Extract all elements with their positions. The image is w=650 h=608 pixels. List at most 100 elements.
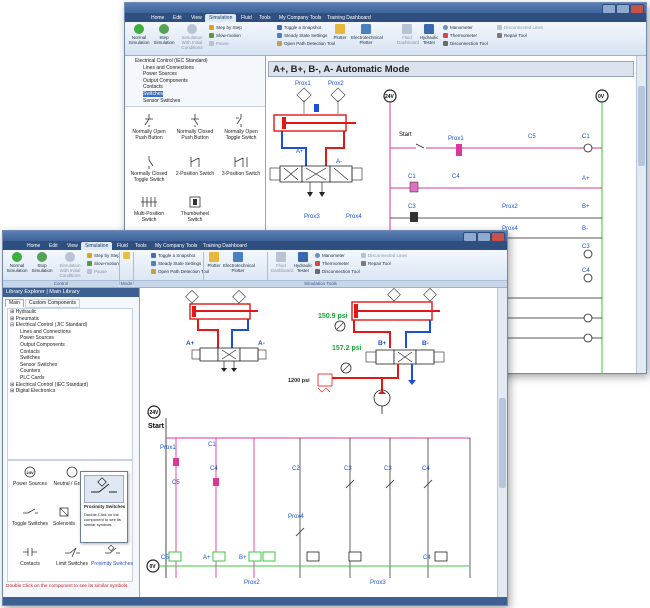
library-item-no-push-button[interactable]: Normally Open Push Button <box>127 113 171 141</box>
manometer-button[interactable]: Manometer <box>315 253 345 259</box>
tab-view[interactable]: View <box>191 15 202 21</box>
repair-tool-button[interactable]: Repair Tool <box>361 261 391 267</box>
tree-item[interactable]: PLC Cards <box>20 374 45 381</box>
front-diagram-canvas[interactable]: A+ A- 150.9 psi <box>140 288 498 597</box>
disconnection-tool-button[interactable]: Disconnection Tool <box>443 41 488 47</box>
tab-fluid[interactable]: Fluid <box>241 15 252 21</box>
step-by-step-button[interactable]: Step by Step <box>209 25 242 31</box>
tree-item[interactable]: ⊞ Hydraulic <box>10 309 37 315</box>
electrotechnical-plotter-button[interactable]: Electrotechnical Plotter <box>223 252 255 273</box>
step-by-step-button[interactable]: Step by Step <box>87 253 120 259</box>
disconnected-lines-button[interactable]: Disconnected Lines <box>497 25 543 31</box>
path-detection-button[interactable]: Open Path Detection Tool <box>277 41 335 47</box>
manometer-button[interactable]: Manometer <box>443 25 473 31</box>
library-item-no-toggle-switch[interactable]: Normally Open Toggle Switch <box>219 113 263 141</box>
hydraulic-tester-button[interactable]: Hydraulic Tester <box>293 252 313 273</box>
hydraulic-tester-button[interactable]: Hydraulic Tester <box>419 24 439 45</box>
repair-tool-button[interactable]: Repair Tool <box>497 33 527 39</box>
toggle-snapshot-button[interactable]: Toggle a Snapshot <box>151 253 195 259</box>
label-c4: C4 <box>210 466 218 472</box>
thermometer-icon <box>315 261 320 266</box>
tree-item[interactable]: Power Sources <box>143 71 177 78</box>
normal-simulation-button[interactable]: Normal Simulation <box>5 252 29 273</box>
tab-my-company-tools[interactable]: My Company Tools <box>155 243 198 249</box>
library-item-solenoids[interactable]: Solenoids <box>42 505 86 527</box>
pointer-mode-button[interactable] <box>121 252 131 260</box>
pause-button[interactable]: Pause <box>87 269 107 275</box>
library-item-nc-push-button[interactable]: Normally Closed Push Button <box>173 113 217 141</box>
tab-edit[interactable]: Edit <box>173 15 182 21</box>
path-detection-button[interactable]: Open Path Detection Tool <box>151 269 209 275</box>
plotter-button[interactable]: Plotter <box>331 24 349 40</box>
fluid-dashboard-button[interactable]: Fluid Dashboard <box>397 24 419 45</box>
simulation-initial-conditions-button[interactable]: Simulation With Initial Conditions <box>55 252 85 278</box>
library-item-toggle-switches[interactable]: Toggle Switches <box>8 505 52 527</box>
library-item-2-position-switch[interactable]: 2-Position Switch <box>173 155 217 177</box>
tab-fluid[interactable]: Fluid <box>117 243 128 249</box>
tab-home[interactable]: Home <box>151 15 165 21</box>
library-item-3-position-switch[interactable]: 3-Position Switch <box>219 155 263 177</box>
step-simulation-button[interactable]: Step Simulation <box>153 24 175 45</box>
tree-item-selected[interactable]: Switches <box>135 90 263 98</box>
library-item-thumbwheel-switch[interactable]: Thumbwheel Switch <box>173 195 217 223</box>
library-tab-main[interactable]: Main <box>5 299 24 307</box>
tree-item[interactable]: Output Components <box>143 77 188 84</box>
disconnection-tool-button[interactable]: Disconnection Tool <box>315 269 360 275</box>
library-tab-custom[interactable]: Custom Components <box>25 299 80 308</box>
tree-item[interactable]: ⊟ Electrical Control (JIC Standard) <box>10 322 88 329</box>
simulation-initial-conditions-button[interactable]: Simulation With Initial Conditions <box>177 24 207 50</box>
tree-item[interactable]: Power Sources <box>20 335 54 342</box>
tree-item[interactable]: Contacts <box>143 84 163 91</box>
cylinder-a <box>273 87 356 132</box>
tree-item[interactable]: Contacts <box>20 348 40 355</box>
tab-training-dashboard[interactable]: Training Dashboard <box>327 15 371 21</box>
electrotechnical-plotter-button[interactable]: Electrotechnical Plotter <box>351 24 383 45</box>
library-item-contacts[interactable]: Contacts <box>8 545 52 567</box>
front-scrollbar-thumb[interactable] <box>499 398 506 488</box>
library-item-nc-toggle-switch[interactable]: Normally Closed Toggle Switch <box>127 155 171 183</box>
disconnected-lines-button[interactable]: Disconnected Lines <box>361 253 407 259</box>
front-vertical-scrollbar[interactable] <box>497 288 507 597</box>
tree-item[interactable]: Lines and Connections <box>20 328 71 335</box>
tree-item[interactable]: ⊞ Pneumatic <box>10 315 40 322</box>
tab-home[interactable]: Home <box>27 243 41 249</box>
plotter-button[interactable]: Plotter <box>205 252 223 268</box>
slow-motion-button[interactable]: Slow-motion <box>209 33 241 39</box>
tree-item[interactable]: Lines and Connections <box>143 64 194 71</box>
tree-item[interactable]: ⊞ Electrical Control (IEC Standard) <box>10 381 89 388</box>
steady-state-settings-button[interactable]: Steady State Settings <box>277 33 327 39</box>
fluid-dashboard-button[interactable]: Fluid Dashboard <box>271 252 293 273</box>
library-item-proximity-switches[interactable]: Proximity Switches <box>90 545 134 567</box>
tab-edit[interactable]: Edit <box>49 243 58 249</box>
tab-tools[interactable]: Tools <box>259 15 271 21</box>
slow-motion-button[interactable]: Slow-motion <box>87 261 119 267</box>
tab-simulation[interactable]: Simulation <box>81 242 113 250</box>
library-item-neutral-ground[interactable]: Neutral / Ground <box>50 465 94 487</box>
normal-simulation-button[interactable]: Normal Simulation <box>127 24 151 45</box>
thermometer-button[interactable]: Thermometer <box>443 33 477 39</box>
settings-icon <box>277 33 282 38</box>
back-scrollbar-thumb[interactable] <box>638 86 645 166</box>
tree-item[interactable]: Electrical Control (IEC Standard) <box>135 58 208 64</box>
tab-my-company-tools[interactable]: My Company Tools <box>279 15 322 21</box>
tab-training-dashboard[interactable]: Training Dashboard <box>203 243 247 249</box>
tab-simulation[interactable]: Simulation <box>205 14 237 22</box>
toggle-snapshot-button[interactable]: Toggle a Snapshot <box>277 25 321 31</box>
tab-tools[interactable]: Tools <box>135 243 147 249</box>
back-vertical-scrollbar[interactable] <box>636 56 646 373</box>
tree-item[interactable]: Output Components <box>20 341 65 348</box>
electro-plotter-icon <box>361 24 371 34</box>
tree-item[interactable]: Switches <box>20 355 41 362</box>
steady-state-settings-button[interactable]: Steady State Settings <box>151 261 201 267</box>
thermometer-button[interactable]: Thermometer <box>315 261 349 267</box>
tree-item[interactable]: Counters <box>20 368 41 375</box>
tab-view[interactable]: View <box>67 243 78 249</box>
pause-button[interactable]: Pause <box>209 41 229 47</box>
library-item-multi-position-switch[interactable]: Multi-Position Switch <box>127 195 171 223</box>
stop-simulation-button[interactable]: Stop Simulation <box>31 252 53 273</box>
tree-item[interactable]: ⊞ Digital Electronics <box>10 388 56 395</box>
library-item-limit-switches[interactable]: Limit Switches <box>50 545 94 567</box>
tree-item[interactable]: Sensor Switches <box>20 361 58 368</box>
tree-item[interactable]: Sensor Switches <box>143 97 181 104</box>
